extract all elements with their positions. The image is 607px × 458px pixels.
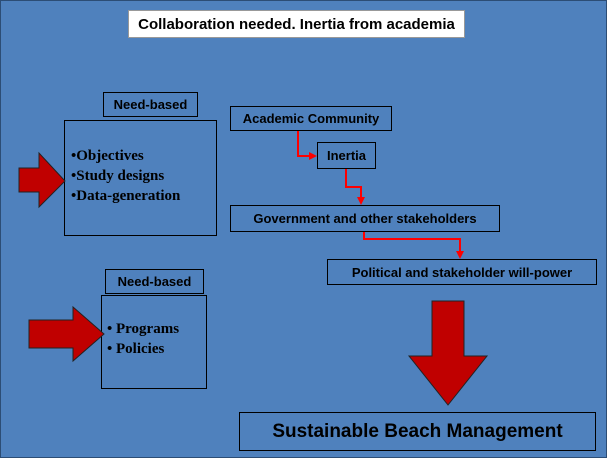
list-item-data-generation: •Data-generation <box>71 188 181 204</box>
connector-arrow-icon <box>345 169 365 205</box>
connector-arrow-icon <box>363 232 464 259</box>
political-will-power-box: Political and stakeholder will-power <box>327 259 597 285</box>
lower-need-based-label: Need-based <box>105 269 204 294</box>
list-item-policies: • Policies <box>107 341 165 357</box>
list-item-objectives: •Objectives <box>71 148 144 164</box>
down-arrow-icon <box>407 300 489 406</box>
lower-list-box: • Programs • Policies <box>101 295 207 389</box>
right-arrow-icon <box>18 151 66 209</box>
list-item-programs: • Programs <box>107 321 180 337</box>
connector-arrow-icon <box>297 131 317 160</box>
right-arrow-icon <box>28 305 105 363</box>
sustainable-beach-management-box: Sustainable Beach Management <box>239 412 596 451</box>
list-item-study-designs: •Study designs <box>71 168 165 184</box>
slide-title: Collaboration needed. Inertia from acade… <box>128 10 465 38</box>
academic-community-box: Academic Community <box>230 106 392 131</box>
inertia-box: Inertia <box>317 142 376 169</box>
upper-need-based-label: Need-based <box>103 92 198 117</box>
upper-list-box: •Objectives •Study designs •Data-generat… <box>64 120 217 236</box>
government-stakeholders-box: Government and other stakeholders <box>230 205 500 232</box>
